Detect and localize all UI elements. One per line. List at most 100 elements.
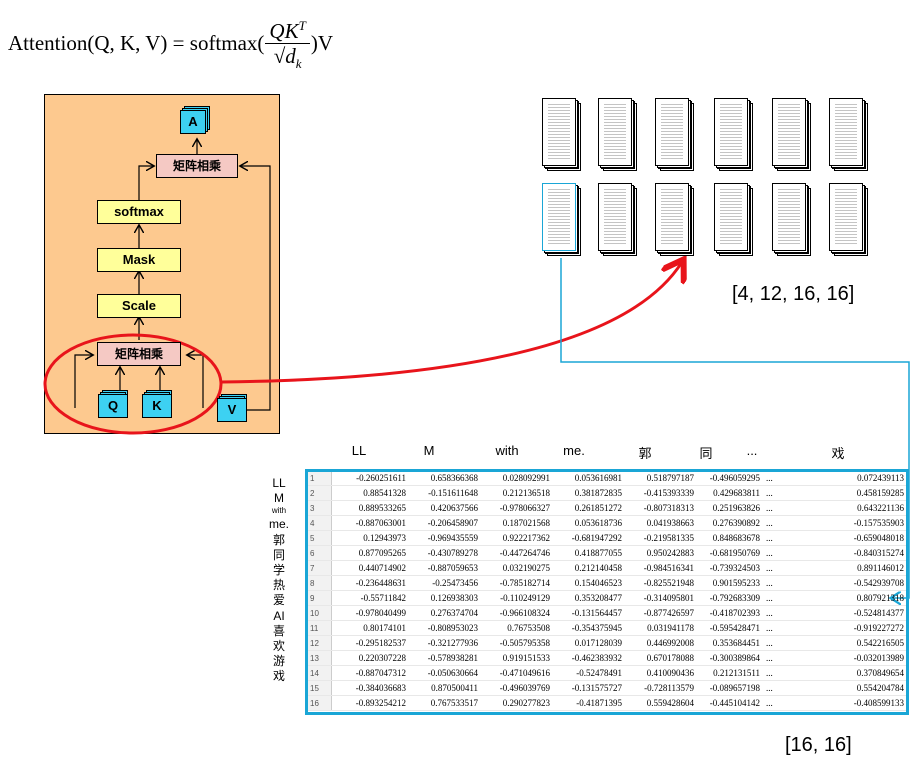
table-cell: 0.889533265 <box>331 500 409 516</box>
v-tensor: V <box>217 394 247 422</box>
highlight-ellipse <box>43 333 223 435</box>
table-cell: ... <box>763 575 829 591</box>
table-cell: 0.353208477 <box>553 590 625 606</box>
table-cell: 0.950242883 <box>625 545 697 561</box>
table-cell: -0.969435559 <box>409 530 481 546</box>
k-label: K <box>142 394 172 418</box>
scale-box: Scale <box>97 294 181 318</box>
table-cell: 0.290277823 <box>481 695 553 711</box>
table-cell: -0.354375945 <box>553 620 625 636</box>
column-header: me. <box>563 443 585 458</box>
table-cell: 0.126938303 <box>409 590 481 606</box>
shape-bottom-label: [16, 16] <box>785 734 852 756</box>
table-cell: -0.966108324 <box>481 605 553 621</box>
column-header: 同 <box>699 446 713 461</box>
table-cell: 0.658366368 <box>409 471 481 486</box>
table-cell: 0.187021568 <box>481 515 553 531</box>
table-cell: 0.072439113 <box>829 471 907 486</box>
mask-box: Mask <box>97 248 181 272</box>
table-cell: -0.471049616 <box>481 665 553 681</box>
q-tensor: Q <box>98 390 128 418</box>
attention-matrix-stack <box>655 98 694 172</box>
table-cell: -0.089657198 <box>697 680 763 696</box>
column-header: LL <box>351 443 367 458</box>
row-index: 16 <box>307 695 332 711</box>
attention-matrix-stack <box>542 98 581 172</box>
table-cell: -0.314095801 <box>625 590 697 606</box>
row-header: with <box>271 506 287 516</box>
table-cell: -0.978040499 <box>331 605 409 621</box>
formula-denominator-sub: k <box>295 56 302 72</box>
formula-fraction: QKT√dk <box>265 14 310 76</box>
table-cell: 0.807921318 <box>829 590 907 606</box>
row-index: 9 <box>307 590 332 606</box>
table-cell: 0.381872835 <box>553 485 625 501</box>
table-cell: 0.458159285 <box>829 485 907 501</box>
table-cell: -0.157535903 <box>829 515 907 531</box>
table-cell: 0.440714902 <box>331 560 409 576</box>
table-cell: 0.353684451 <box>697 635 763 651</box>
table-cell: 0.12943973 <box>331 530 409 546</box>
table-cell: -0.984516341 <box>625 560 697 576</box>
table-cell: -0.131564457 <box>553 605 625 621</box>
table-cell: 0.643221136 <box>829 500 907 516</box>
row-header: 同 <box>272 547 285 562</box>
table-cell: 0.554204784 <box>829 680 907 696</box>
table-cell: -0.384036683 <box>331 680 409 696</box>
row-header: 热 <box>272 578 285 593</box>
row-index: 14 <box>307 665 332 681</box>
table-row: 14-0.887047312-0.050630664-0.471049616-0… <box>307 665 907 681</box>
table-cell: -0.295182537 <box>331 635 409 651</box>
table-cell: ... <box>763 695 829 711</box>
matmul-top-box: 矩阵相乘 <box>156 154 238 178</box>
table-cell: ... <box>763 530 829 546</box>
attention-matrix-stack <box>714 98 753 172</box>
table-cell: -0.418702393 <box>697 605 763 621</box>
table-cell: -0.408599133 <box>829 695 907 711</box>
table-cell: -0.206458907 <box>409 515 481 531</box>
table-cell: 0.212136518 <box>481 485 553 501</box>
table-cell: 0.212140458 <box>553 560 625 576</box>
table-cell: -0.131575727 <box>553 680 625 696</box>
table-cell: -0.496059295 <box>697 471 763 486</box>
table-cell: ... <box>763 590 829 606</box>
table-cell: 0.877095265 <box>331 545 409 561</box>
table-cell: 0.261851272 <box>553 500 625 516</box>
formula-numerator: QK <box>269 19 299 43</box>
table-cell: 0.418877055 <box>553 545 625 561</box>
q-label: Q <box>98 394 128 418</box>
row-header: AI <box>273 608 285 623</box>
table-cell: -0.151611648 <box>409 485 481 501</box>
attention-matrix-stack <box>829 183 868 257</box>
formula-rhs: )V <box>310 30 334 55</box>
row-index: 11 <box>307 620 332 636</box>
row-index: 2 <box>307 485 332 501</box>
table-cell: -0.919227272 <box>829 620 907 636</box>
attention-formula: Attention(Q, K, V) = softmax(QKT√dk)V <box>8 14 333 76</box>
table-cell: -0.236448631 <box>331 575 409 591</box>
row-index: 7 <box>307 560 332 576</box>
red-arrow <box>221 262 682 384</box>
table-cell: -0.728113579 <box>625 680 697 696</box>
table-cell: 0.670178088 <box>625 650 697 666</box>
table-cell: -0.41871395 <box>553 695 625 711</box>
column-header: 戏 <box>831 446 845 461</box>
row-index: 1 <box>307 471 332 486</box>
table-cell: -0.807318313 <box>625 500 697 516</box>
row-header: 学 <box>272 563 285 577</box>
attention-matrix-stack <box>655 183 694 257</box>
attention-matrix-stack <box>829 98 868 172</box>
table-cell: -0.050630664 <box>409 665 481 681</box>
table-cell: 0.767533517 <box>409 695 481 711</box>
table-cell: -0.542939708 <box>829 575 907 591</box>
table-cell: -0.52478491 <box>553 665 625 681</box>
table-cell: -0.808953023 <box>409 620 481 636</box>
row-index: 4 <box>307 515 332 531</box>
table-cell: -0.887047312 <box>331 665 409 681</box>
